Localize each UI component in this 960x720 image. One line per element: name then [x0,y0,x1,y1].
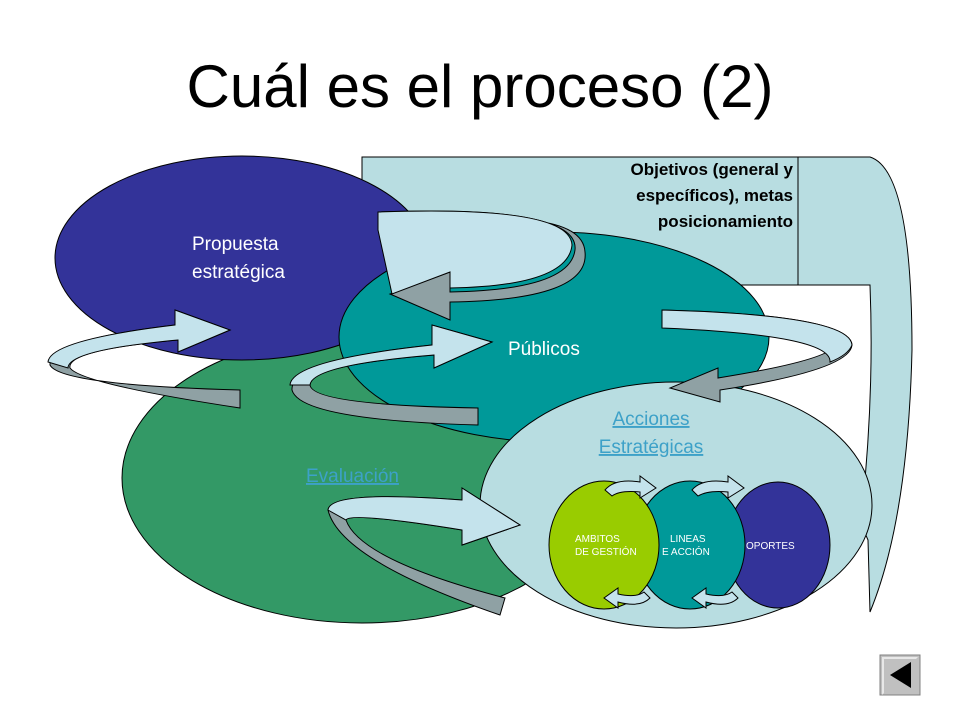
inner-cycle-arrows [603,475,745,609]
objectives-line1: Objetivos (general y [631,160,794,179]
ambitos-label-line2: DE GESTIÓN [575,545,637,558]
soportes-label: OPORTES [746,541,795,552]
back-button[interactable] [879,654,921,696]
arrow-publicos-to-acciones [661,309,853,403]
propuesta-label-line1: Propuesta [192,234,279,255]
arrow-evaluacion-to-propuesta [47,309,241,409]
publicos-label: Públicos [508,339,580,360]
lineas-label-line1: LINEAS [670,534,706,545]
ambitos-label-line1: AMBITOS [575,534,620,545]
ambitos-circle [548,480,660,610]
arrow-evaluacion-to-publicos [289,324,494,426]
acciones-link-line1[interactable]: Acciones [612,409,689,430]
evaluacion-link[interactable]: Evaluación [306,466,399,487]
triangle-left-icon [890,662,911,688]
objectives-line3: posicionamiento [658,212,793,231]
objectives-line2: específicos), metas [636,186,793,205]
acciones-link-line2[interactable]: Estratégicas [599,437,704,458]
slide-title: Cuál es el proceso (2) [186,53,774,120]
arrow-evaluacion-to-acciones [327,487,522,616]
objectives-box [362,156,913,613]
arrow-objetivos-to-propuesta [377,210,586,321]
lineas-label-line2: E ACCIÓN [662,545,710,558]
propuesta-label-line2: estratégica [192,262,285,283]
